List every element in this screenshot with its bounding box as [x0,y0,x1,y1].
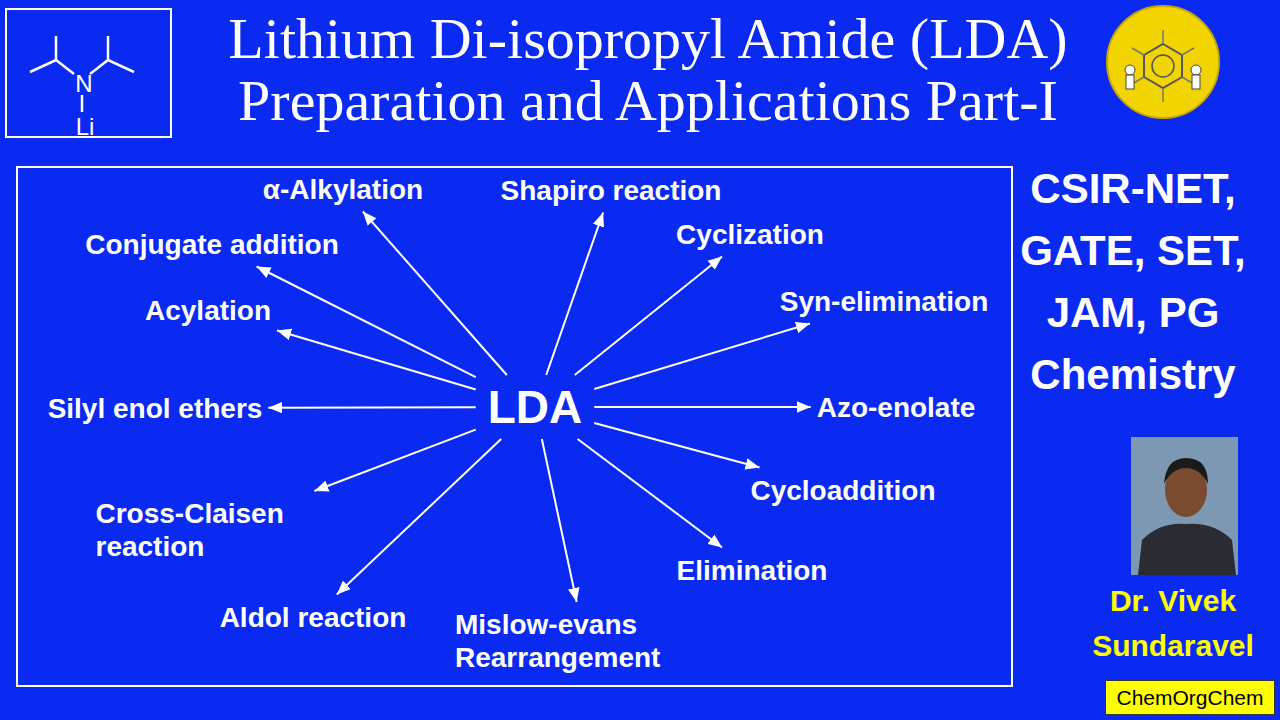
node-text: Conjugate addition [85,228,339,261]
node-text: Silyl enol ethers [48,392,263,425]
author-name: Dr. Vivek Sundaravel [1078,578,1268,668]
node-text: Azo-enolate [817,391,976,424]
reaction-arrow [268,406,475,409]
reaction-node: Shapiro reaction [495,168,728,213]
n-li-bond [81,95,84,112]
channel-badge: ChemOrgChem [1105,680,1275,715]
exam-list: CSIR-NET, GATE, SET, JAM, PG Chemistry [1008,158,1258,406]
reaction-node: Aldol reaction [214,595,413,640]
reaction-node: α-Alkylation [257,167,429,212]
figure [1126,75,1134,89]
node-text: Mislow-evans Rearrangement [455,608,715,674]
photo-background [1131,437,1238,575]
figure [1192,75,1200,89]
figure [1125,65,1135,75]
reaction-node: Conjugate addition [79,222,345,267]
page-title: Lithium Di-isopropyl Amide (LDA) Prepara… [178,8,1118,132]
node-text: α-Alkylation [263,173,423,206]
node-text: Cross-Claisen reaction [96,497,329,563]
node-text: Aldol reaction [220,601,407,634]
reaction-node: Cyclization [670,212,830,257]
node-text: Shapiro reaction [501,174,722,207]
node-text: Acylation [145,294,271,327]
c-h-bond [1132,30,1194,102]
reaction-arrow [257,267,476,378]
author-photo [1131,437,1238,575]
structure-box: N Li [5,8,172,138]
reaction-node: Syn-elimination [774,279,994,324]
node-text: LDA [488,383,583,431]
logo-disc [1107,6,1219,118]
node-text: Cyclization [676,218,824,251]
isopropyl-bond [90,36,134,74]
photo-hair [1164,458,1208,484]
node-text: Syn-elimination [780,285,988,318]
node-text: ChemOrgChem [1106,681,1274,714]
isopropyl-bond [30,36,74,74]
reaction-arrow [314,430,475,491]
reaction-node: Cross-Claisen reaction [90,491,335,569]
atom-label: N [75,71,92,97]
photo-body [1138,524,1236,575]
reaction-arrow [277,330,476,389]
atom-label: Li [76,114,95,140]
reaction-node: Mislow-evans Rearrangement [449,602,721,680]
node-text: Cycloaddition [750,474,935,507]
reaction-arrow [578,439,722,548]
node-text: Elimination [677,554,828,587]
reaction-node: Acylation [139,288,277,333]
reaction-arrow [363,212,507,376]
benzene-ring [1144,44,1182,88]
diagram-frame [17,167,1012,686]
reaction-arrow [594,324,810,389]
reaction-node: Elimination [671,548,834,593]
reaction-arrow [337,439,501,595]
reaction-arrow [594,423,759,468]
reaction-node: Azo-enolate [811,385,982,430]
reaction-arrow [542,439,577,602]
ring-circle [1152,55,1174,77]
figure [1191,65,1201,75]
reaction-arrow [594,406,810,408]
lda-structure [30,36,134,112]
reaction-node: Cycloaddition [744,468,941,513]
central-reagent: LDA [476,375,595,439]
reaction-node: Silyl enol ethers [42,386,269,431]
logo [1107,6,1219,118]
reaction-arrow [546,213,603,376]
reaction-arrow [575,257,722,376]
